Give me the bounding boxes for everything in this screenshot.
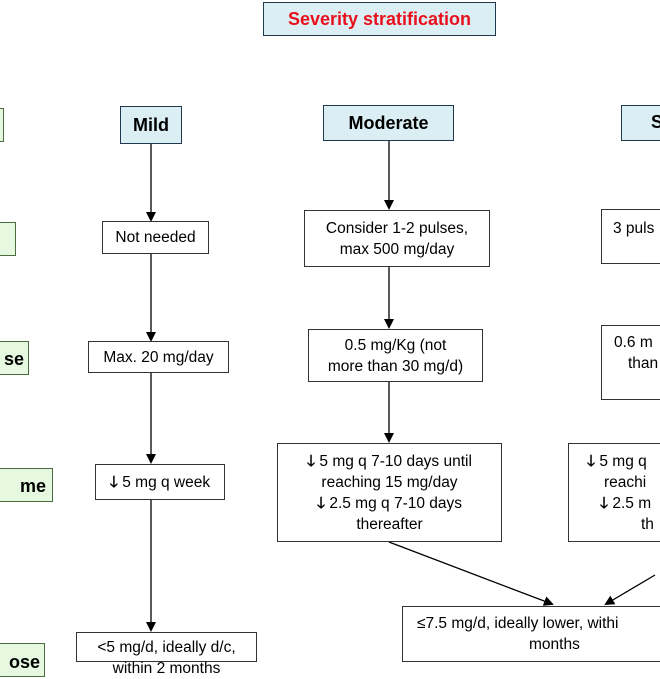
row-label-severity [0, 108, 4, 142]
severe-dose-box: 0.6 m than [601, 325, 660, 400]
down-arrow-icon: 🡓 [316, 494, 326, 512]
moderate-dose-box: 0.5 mg/Kg (not more than 30 mg/d) [308, 329, 483, 382]
row-label-tapering: me [0, 468, 53, 502]
mild-pulses-box: Not needed [102, 221, 209, 254]
row-label-maintenance: ose [0, 643, 45, 677]
row-label-pulses [0, 222, 16, 256]
column-header-moderate: Moderate [323, 105, 454, 141]
mild-dose-box: Max. 20 mg/day [88, 341, 229, 373]
mild-maintenance-box: <5 mg/d, ideally d/c, within 2 months [76, 632, 257, 677]
shared-maintenance-box: ≤7.5 mg/d, ideally lower, withi months [402, 606, 660, 662]
down-arrow-icon: 🡓 [587, 452, 596, 470]
mild-taper-box: 🡓 5 mg q week [95, 464, 225, 500]
arrow-severe-4 [604, 574, 656, 606]
down-arrow-icon: 🡓 [109, 473, 118, 491]
row-label-dose: se [0, 341, 29, 375]
severe-pulses-box: 3 puls [601, 209, 660, 264]
moderate-taper-box: 🡓 5 mg q 7-10 days until reaching 15 mg/… [277, 443, 502, 542]
down-arrow-icon: 🡓 [600, 494, 609, 512]
severe-taper-box: 🡓 5 mg q reachi 🡓 2.5 m th [568, 443, 660, 542]
column-header-mild: Mild [120, 106, 182, 144]
moderate-pulses-box: Consider 1-2 pulses, max 500 mg/day [304, 210, 490, 267]
connector-arrows [146, 141, 656, 632]
column-header-severe: S [621, 105, 660, 141]
down-arrow-icon: 🡓 [307, 452, 316, 470]
arrow-moderate-4 [388, 541, 554, 606]
severity-stratification-title: Severity stratification [263, 2, 496, 36]
